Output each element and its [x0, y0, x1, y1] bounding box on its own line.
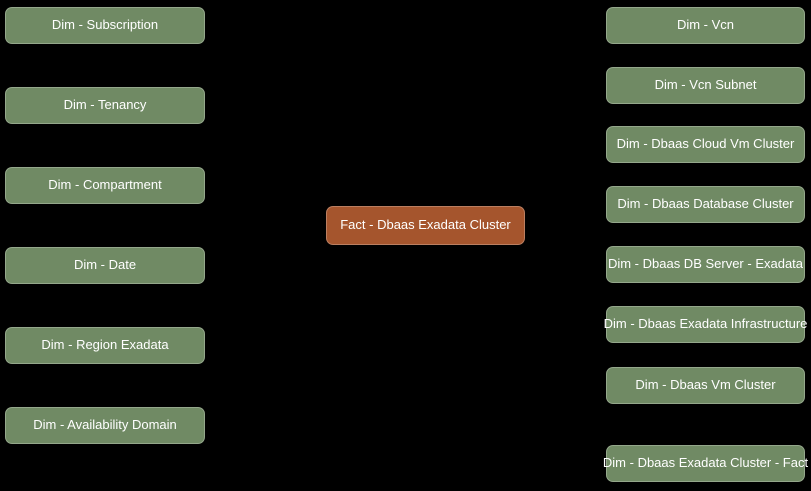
table-dim-subscription[interactable]: Dim - Subscription [5, 7, 205, 44]
table-label: Dim - Compartment [48, 177, 162, 193]
table-label: Dim - Dbaas Cloud Vm Cluster [616, 136, 795, 152]
table-label: Dim - Dbaas Vm Cluster [635, 377, 776, 393]
table-dim-dbaas-database-cluster[interactable]: Dim - Dbaas Database Cluster [606, 186, 805, 223]
table-label: Dim - Vcn [676, 17, 735, 33]
table-label: Fact - Dbaas Exadata Cluster [340, 217, 511, 233]
table-dim-date[interactable]: Dim - Date [5, 247, 205, 284]
table-dim-tenancy[interactable]: Dim - Tenancy [5, 87, 205, 124]
table-dim-vcn[interactable]: Dim - Vcn [606, 7, 805, 44]
table-label: Dim - Date [73, 257, 137, 273]
table-dim-availability-domain[interactable]: Dim - Availability Domain [5, 407, 205, 444]
table-label: Dim - Subscription [51, 17, 159, 33]
table-label: Dim - Availability Domain [33, 417, 177, 433]
table-label: Dim - Region Exadata [41, 337, 169, 353]
table-label: Dim - Dbaas DB Server - Exadata [607, 256, 804, 272]
table-label: Dim - Vcn Subnet [654, 77, 757, 93]
table-label: Dim - Dbaas Exadata Cluster - Fact [602, 455, 809, 471]
table-fact-dbaas-exadata-cluster[interactable]: Fact - Dbaas Exadata Cluster [326, 206, 525, 245]
table-dim-compartment[interactable]: Dim - Compartment [5, 167, 205, 204]
table-dim-region-exadata[interactable]: Dim - Region Exadata [5, 327, 205, 364]
table-dim-dbaas-db-server-exadata[interactable]: Dim - Dbaas DB Server - Exadata [606, 246, 805, 283]
table-dim-vcn-subnet[interactable]: Dim - Vcn Subnet [606, 67, 805, 104]
table-dim-dbaas-exadata-infrastructure[interactable]: Dim - Dbaas Exadata Infrastructure [603, 306, 808, 343]
table-label: Dim - Tenancy [63, 97, 147, 113]
table-label: Dim - Dbaas Exadata Infrastructure [603, 316, 808, 332]
table-dim-dbaas-cloud-vm-cluster[interactable]: Dim - Dbaas Cloud Vm Cluster [606, 126, 805, 163]
table-dim-dbaas-exadata-cluster-fact[interactable]: Dim - Dbaas Exadata Cluster - Fact [602, 445, 809, 482]
table-dim-dbaas-vm-cluster[interactable]: Dim - Dbaas Vm Cluster [606, 367, 805, 404]
table-label: Dim - Dbaas Database Cluster [617, 196, 794, 212]
